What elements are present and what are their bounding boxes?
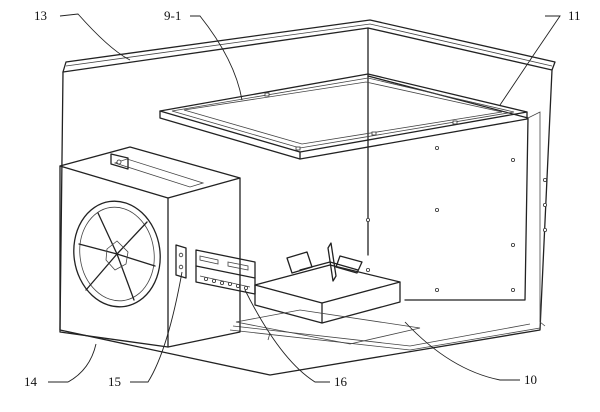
housing-top-lip-inner (65, 23, 553, 67)
impeller-blade (335, 255, 363, 274)
filter-frame-front-edge (159, 110, 301, 160)
base-floor-edge (229, 327, 541, 351)
fan-mount-tab-hole (116, 159, 122, 165)
rear-panel-flange-foot (539, 321, 546, 327)
terminal-screw-row (199, 275, 251, 288)
impeller-blade (327, 242, 337, 282)
leader-10 (404, 321, 520, 381)
fan-mount-tab (110, 153, 129, 170)
label-16: 16 (334, 374, 348, 389)
terminal-screw (235, 283, 240, 288)
bracket (175, 244, 187, 279)
label-14: 14 (24, 374, 38, 389)
impeller-axis (299, 261, 359, 271)
terminal-screw (219, 280, 224, 285)
filter-frame-inner-2 (183, 81, 503, 145)
bracket-hole (178, 264, 184, 270)
fan-outer-ring (73, 200, 161, 308)
filter-clip (264, 92, 270, 97)
rear-panel-flange (527, 111, 541, 322)
terminal-slot (199, 255, 219, 265)
rear-panel-hole (434, 207, 439, 212)
rear-panel-hole (510, 242, 515, 247)
fan-side-face (167, 177, 241, 348)
terminal-screw (211, 278, 216, 283)
filter-clip (371, 131, 377, 136)
label-11: 11 (568, 8, 581, 23)
bracket-hole (178, 252, 184, 258)
leader-lines (48, 13, 561, 383)
housing (59, 19, 556, 376)
bracket-plate (175, 244, 187, 279)
rear-panel-hole (434, 287, 439, 292)
leader-16 (244, 289, 330, 383)
fan-spokes (78, 212, 156, 301)
rear-panel-hole (510, 287, 515, 292)
filter-frame-inner-1 (171, 77, 515, 149)
floor-plate (235, 309, 421, 345)
leader-14 (48, 343, 97, 383)
terminal-block (195, 249, 256, 295)
base-box-side (321, 281, 401, 324)
leader-9-1 (190, 15, 243, 101)
fan-top-face (59, 146, 241, 199)
base-box (235, 242, 421, 345)
filter-clip (452, 120, 458, 125)
terminal-top-row (195, 249, 256, 279)
terminal-screw (203, 276, 208, 281)
label-9-1: 9-1 (164, 8, 181, 23)
fan-inner-ring (79, 206, 155, 302)
terminal-slot (227, 261, 249, 271)
fan-unit (59, 146, 241, 348)
rear-panel-hole (510, 157, 515, 162)
base-box-front (254, 284, 323, 324)
filter-frame (159, 73, 528, 160)
rear-panel-hole (365, 217, 370, 222)
label-15: 15 (108, 374, 121, 389)
rear-panel-hole (543, 177, 548, 182)
terminal-screw (243, 285, 248, 290)
label-13: 13 (34, 8, 47, 23)
fan-top-band (113, 158, 205, 188)
leader-13 (59, 13, 131, 61)
base-box-top (254, 264, 401, 304)
filter-frame-right-edge (299, 111, 528, 160)
fan-hub (105, 240, 129, 271)
filter-clip (295, 146, 301, 151)
housing-outline (59, 27, 553, 376)
label-10: 10 (524, 372, 537, 387)
leader-15 (130, 271, 183, 383)
housing-top-lip (62, 19, 556, 73)
rear-panel-hole (365, 267, 370, 272)
rear-panel-hole (543, 227, 548, 232)
rear-panel-hole (434, 145, 439, 150)
rear-panel-hole (543, 202, 548, 207)
leader-11 (499, 15, 561, 106)
terminal-screw (227, 281, 232, 286)
